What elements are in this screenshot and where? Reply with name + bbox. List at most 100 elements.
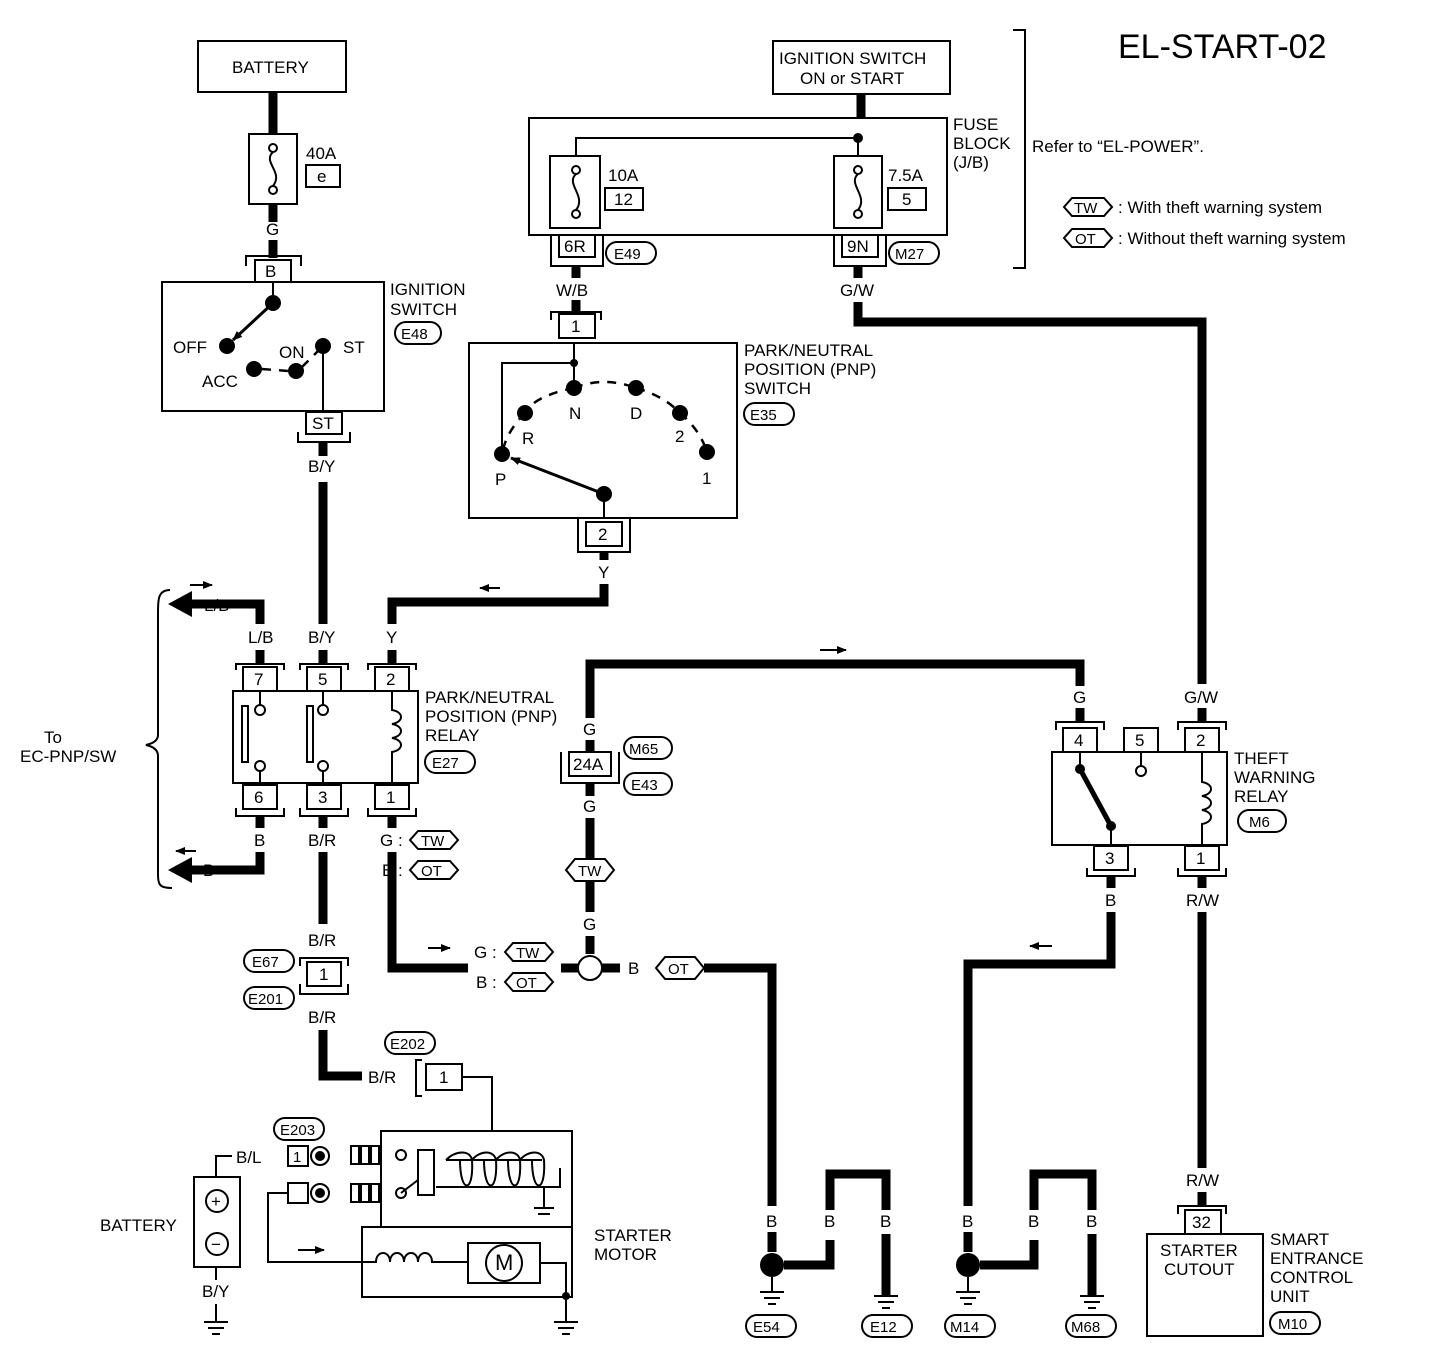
wire-y-to-relay bbox=[387, 584, 609, 624]
relay-t2-bracket bbox=[367, 663, 417, 670]
ign-acc-label: ACC bbox=[202, 372, 238, 391]
e67-bracket-bottom bbox=[299, 984, 349, 995]
ign-switch-arm bbox=[231, 301, 275, 342]
theft-term-2: 2 bbox=[1196, 731, 1205, 750]
battery-bottom-label: BATTERY bbox=[100, 1216, 177, 1235]
fuse-block-name-1: FUSE bbox=[953, 115, 998, 134]
conn-e67: E67 bbox=[252, 954, 279, 971]
smart-t32-bracket bbox=[1177, 1205, 1227, 1214]
battery-bottom-wire: B/Y bbox=[202, 1282, 229, 1301]
to-ec-brace bbox=[145, 589, 173, 889]
pnp-sw-connector: E35 bbox=[750, 407, 777, 424]
relay-term-6: 6 bbox=[254, 788, 263, 807]
m65-wire-bottom: G bbox=[583, 797, 596, 816]
to-text-1: To bbox=[44, 728, 62, 747]
motor-ground-lead bbox=[540, 1262, 567, 1322]
relay-c2-blade bbox=[306, 705, 314, 763]
pnp-relay-connector: E27 bbox=[432, 755, 459, 772]
battery-minus-circle bbox=[205, 1232, 229, 1256]
conn-m27: M27 bbox=[895, 246, 924, 263]
wire-g-top-loop bbox=[585, 659, 1085, 718]
relay-t7-bracket bbox=[235, 663, 285, 670]
theft-wire-g: G bbox=[1073, 688, 1086, 707]
fuse-block-bus bbox=[575, 137, 859, 156]
battery-plus-circle bbox=[205, 1189, 229, 1213]
battery-top: BATTERY bbox=[197, 40, 347, 93]
splice-tw-tag: TW bbox=[516, 945, 540, 962]
solenoid-plunger bbox=[417, 1149, 435, 1196]
relay-c2-bottom bbox=[317, 760, 329, 772]
ign-on-start: IGNITION SWITCH ON or START bbox=[772, 40, 951, 95]
pnp-relay-conn-pill bbox=[424, 750, 476, 774]
splice-ot-tag-shape bbox=[503, 972, 555, 992]
ground-m14-link bbox=[980, 1240, 1039, 1270]
relay-t1-box bbox=[374, 784, 410, 810]
conn-e203-pill bbox=[273, 1117, 325, 1141]
ground-e12-pill bbox=[861, 1314, 913, 1338]
ground-e54-e12: B B B E54 E12 bbox=[745, 1169, 913, 1338]
e203-wire: B/L bbox=[236, 1148, 262, 1167]
conn-e43: E43 bbox=[631, 777, 658, 794]
solenoid-contact-link bbox=[400, 1179, 419, 1194]
smart-unit-body bbox=[1146, 1233, 1264, 1337]
e202-connector: E202 1 bbox=[384, 1031, 463, 1097]
junction-m65: G 24A M65 E43 G TW G bbox=[560, 720, 673, 981]
e203-term: 1 bbox=[293, 1149, 301, 1166]
wire-label-y-top: Y bbox=[598, 563, 609, 582]
relay-c1-top bbox=[254, 704, 266, 716]
smart-wire-rw: R/W bbox=[1186, 1171, 1219, 1190]
fuse-40a-element bbox=[268, 151, 278, 187]
contact-block-b3 bbox=[370, 1183, 380, 1203]
fuse-40a-amp: 40A bbox=[306, 144, 337, 163]
relay-t1-tw-tag-shape bbox=[408, 830, 460, 850]
contact-block-a2 bbox=[360, 1145, 370, 1165]
e67-term: 1 bbox=[319, 965, 328, 984]
fuse-75a-amp: 7.5A bbox=[888, 166, 924, 185]
pnp-sw-bypass bbox=[501, 362, 574, 453]
theft-name-2: WARNING bbox=[1234, 768, 1316, 787]
ground-e54-dot bbox=[760, 1253, 784, 1277]
relay-term-1: 1 bbox=[386, 788, 395, 807]
fuse-75a-pin-top bbox=[853, 165, 863, 175]
contact-block-b2 bbox=[360, 1183, 370, 1203]
ign-on-contact bbox=[288, 363, 304, 379]
wire-lb-out bbox=[192, 599, 265, 624]
legend-ot-text: : Without theft warning system bbox=[1118, 229, 1346, 248]
m65-wire-g-below: G bbox=[583, 915, 596, 934]
e67-wire-out: B/R bbox=[308, 1008, 336, 1027]
relay-t3-box bbox=[306, 784, 342, 810]
theft-term-5: 5 bbox=[1135, 731, 1144, 750]
ground-e54: E54 bbox=[753, 1319, 780, 1336]
ground-m68-link-wire: B bbox=[1028, 1212, 1039, 1231]
ign-name-2: SWITCH bbox=[390, 300, 457, 319]
theft-t3-box bbox=[1093, 845, 1129, 871]
fuse-block-bracket bbox=[1013, 29, 1026, 269]
pnp-sw-term-1: 1 bbox=[571, 317, 580, 336]
pnp-arc-n-d bbox=[573, 380, 637, 390]
e202-wire: B/R bbox=[368, 1068, 396, 1087]
solenoid-terminal-a bbox=[395, 1149, 407, 1161]
wire-battery-to-motor bbox=[267, 1192, 362, 1263]
ground-m14-pill bbox=[944, 1314, 996, 1338]
to-text-2: EC-PNP/SW bbox=[20, 747, 116, 766]
relay-t1-ot-tag: OT bbox=[421, 863, 442, 880]
pnp-2-label: 2 bbox=[675, 427, 684, 446]
ground-e12-wire: B bbox=[880, 1212, 891, 1231]
ign-on-label: ON bbox=[279, 343, 305, 362]
solenoid-ground bbox=[534, 1187, 554, 1215]
conn-e49-pill bbox=[605, 241, 657, 265]
theft-term-3: 3 bbox=[1105, 849, 1114, 868]
pnp-relay-name-1: PARK/NEUTRAL bbox=[425, 688, 554, 707]
battery-top-label: BATTERY bbox=[232, 58, 309, 77]
ground-e54-link bbox=[784, 1240, 835, 1270]
pnp-1-contact bbox=[699, 444, 715, 460]
relay-wire-by: B/Y bbox=[308, 628, 335, 647]
e67-wire-in: B/R bbox=[308, 931, 336, 950]
relay-c2-top bbox=[317, 704, 329, 716]
m65-term-box bbox=[568, 751, 612, 777]
m65-term: 24A bbox=[573, 755, 604, 774]
relay-term-2: 2 bbox=[386, 670, 395, 689]
conn-m65-pill bbox=[623, 736, 673, 760]
conn-e43-pill bbox=[623, 772, 673, 796]
